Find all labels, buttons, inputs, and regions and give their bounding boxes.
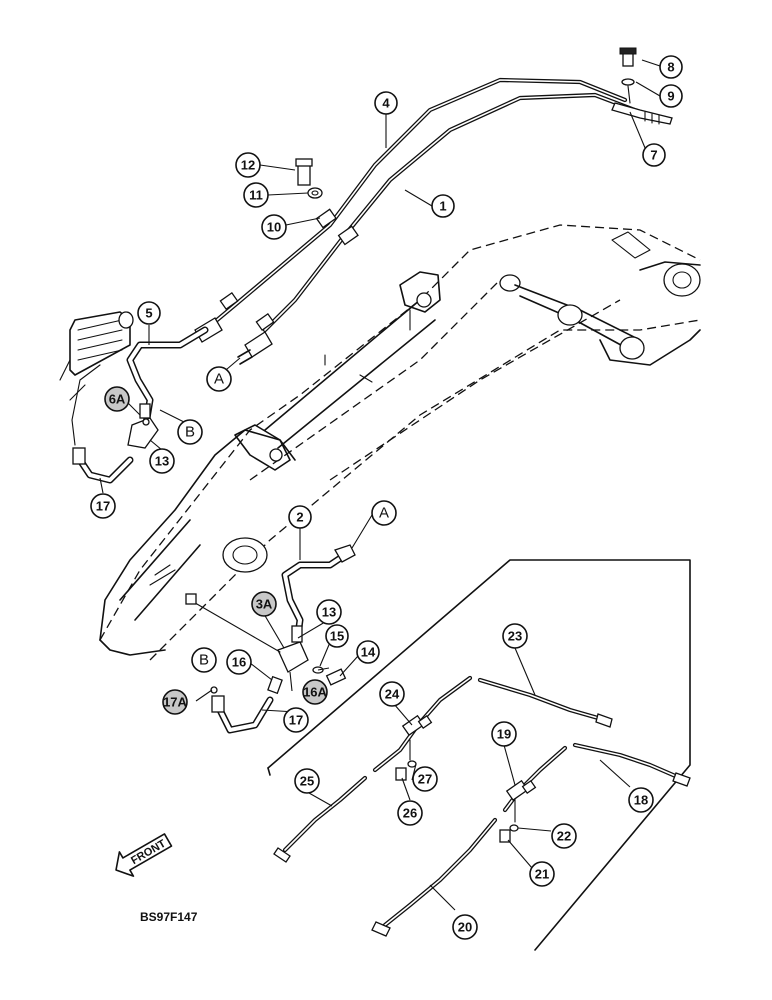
callout-1-label: 1: [439, 199, 446, 214]
callout-17a: 17A: [162, 689, 188, 715]
callout-13-lower: 13: [316, 599, 342, 625]
callout-19-label: 19: [497, 727, 511, 742]
reference-a-upper: A: [206, 366, 232, 392]
callout-23: 23: [502, 623, 528, 649]
front-direction-arrow: FRONT: [115, 833, 173, 877]
tube-line-4: [202, 77, 628, 333]
callout-15-label: 15: [330, 629, 344, 644]
callout-10-label: 10: [267, 220, 281, 235]
callout-21: 21: [529, 861, 555, 887]
callout-8: 8: [659, 55, 683, 79]
callout-4: 4: [374, 91, 398, 115]
callout-18: 18: [628, 787, 654, 813]
callout-12: 12: [235, 152, 261, 178]
clamp-bolt-parts: [295, 158, 323, 199]
figure-code: BS97F147: [140, 910, 198, 924]
hose-23: [477, 677, 613, 728]
callout-15: 15: [325, 624, 349, 648]
front-label: FRONT: [129, 838, 168, 867]
callout-3a-label: 3A: [256, 597, 273, 612]
callout-19: 19: [491, 721, 517, 747]
callout-9-label: 9: [667, 89, 674, 104]
callout-6a: 6A: [104, 386, 130, 412]
detail-inset: [267, 559, 691, 951]
reference-b-upper: B: [177, 419, 203, 445]
arm-cylinder-bracket: [324, 271, 441, 383]
clamp-24: [395, 714, 433, 781]
hose-18: [572, 742, 691, 787]
reference-b-upper-label: B: [185, 424, 195, 441]
callout-13-upper: 13: [149, 448, 175, 474]
callout-9: 9: [659, 84, 683, 108]
callout-11-label: 11: [249, 188, 263, 203]
callout-1: 1: [431, 194, 455, 218]
callout-14: 14: [356, 640, 380, 664]
callout-24: 24: [379, 681, 405, 707]
callout-24-label: 24: [385, 687, 400, 702]
hose-17-upper: [72, 447, 134, 484]
tube-clamps: [219, 208, 359, 332]
callout-22-label: 22: [557, 829, 571, 844]
callout-17-upper-label: 17: [96, 499, 110, 514]
callout-14-label: 14: [361, 645, 376, 660]
callout-10: 10: [261, 214, 287, 240]
leader-lines: [99, 59, 661, 911]
boom-cylinder: [499, 261, 701, 360]
tee-block-6a: [127, 403, 159, 449]
callout-17-lower-label: 17: [289, 713, 303, 728]
hose-5: [126, 326, 209, 434]
callout-20: 20: [452, 914, 478, 940]
reference-a-lower: A: [371, 500, 397, 526]
reference-b-lower-label: B: [199, 652, 209, 669]
callout-2-label: 2: [296, 510, 303, 525]
bucket-cylinder-block: [59, 311, 134, 401]
callout-8-label: 8: [667, 60, 674, 75]
hose-2: [281, 544, 356, 639]
tube-line-1: [262, 92, 643, 333]
callout-16a: 16A: [302, 679, 328, 705]
callout-5: 5: [137, 301, 161, 325]
hose-17-lower: [210, 686, 274, 734]
reference-b-lower: B: [191, 647, 217, 673]
callout-18-label: 18: [634, 793, 648, 808]
callout-13-lower-label: 13: [322, 605, 336, 620]
reference-a-lower-label: A: [379, 505, 389, 522]
reference-a-upper-label: A: [214, 371, 224, 388]
callout-7: 7: [642, 143, 666, 167]
callout-16-label: 16: [232, 655, 246, 670]
upper-right-fittings: [611, 47, 673, 125]
callout-25: 25: [294, 768, 320, 794]
clamp-19: [499, 779, 537, 843]
callout-12-label: 12: [241, 158, 255, 173]
callout-25-label: 25: [300, 774, 314, 789]
callout-6a-label: 6A: [109, 392, 126, 407]
callout-2: 2: [288, 505, 312, 529]
callout-17a-label: 17A: [163, 695, 187, 710]
callout-5-label: 5: [145, 306, 152, 321]
callout-11: 11: [243, 182, 269, 208]
callout-23-label: 23: [508, 629, 522, 644]
callout-26-label: 26: [403, 806, 417, 821]
callout-7-label: 7: [650, 148, 657, 163]
callout-20-label: 20: [458, 920, 472, 935]
wire-upper-left: [71, 364, 101, 446]
callout-13-upper-label: 13: [155, 454, 169, 469]
callout-3a: 3A: [251, 591, 277, 617]
callout-16: 16: [226, 649, 252, 675]
callout-21-label: 21: [535, 867, 549, 882]
callout-27: 27: [412, 766, 438, 792]
callout-17-upper: 17: [90, 493, 116, 519]
callout-4-label: 4: [382, 96, 390, 111]
boom-foot-bracket: [149, 424, 291, 586]
callout-27-label: 27: [418, 772, 432, 787]
callout-26: 26: [397, 800, 423, 826]
callout-17-lower: 17: [283, 707, 309, 733]
callout-16a-label: 16A: [303, 685, 327, 700]
callout-22: 22: [551, 823, 577, 849]
